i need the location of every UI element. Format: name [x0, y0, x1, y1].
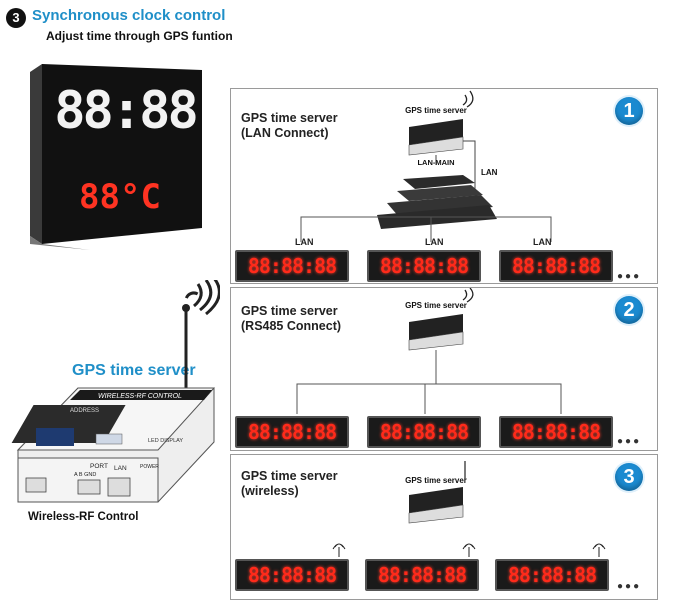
panel-title-1-line2: (LAN Connect): [241, 126, 329, 140]
panel-1-switch-label: LAN-MAIN: [417, 158, 454, 167]
panel-title-3: GPS time server (wireless): [241, 469, 338, 499]
wireless-icon-2: [462, 543, 476, 557]
panel-1-clock-2: 88:88:88: [367, 250, 481, 282]
panel-badge-2: 2: [615, 296, 643, 324]
panel-2-clock-1: 88:88:88: [235, 416, 349, 448]
panel-2-network: GPS time server: [296, 288, 562, 414]
panel-2-more-dots: ●●●: [617, 436, 642, 447]
panel-1-link-label: LAN: [481, 168, 498, 177]
rf-port-pins: A B GND: [74, 472, 96, 478]
panel-title-2-line2: (RS485 Connect): [241, 319, 342, 333]
rf-server-label: GPS time server: [72, 362, 196, 379]
panel-3-clock-1: 88:88:88: [235, 559, 349, 591]
big-clock-temp: 88°C: [79, 177, 161, 217]
rf-caption: Wireless-RF Control: [28, 511, 139, 523]
panel-2-clock-2: 88:88:88: [367, 416, 481, 448]
panel-badge-1: 1: [615, 97, 643, 125]
rf-address-label: ADDRESS: [70, 408, 99, 414]
step-badge: 3: [6, 8, 26, 28]
panel-rs485: 2 GPS time server (RS485 Connect) GPS ti…: [230, 287, 658, 451]
section-title: Synchronous clock control: [32, 7, 226, 24]
panel-title-2-line1: GPS time server: [241, 304, 338, 318]
panel-3-clock-2: 88:88:88: [365, 559, 479, 591]
panel-2-clock-3: 88:88:88: [499, 416, 613, 448]
panel-2-server-label: GPS time server: [405, 301, 467, 310]
panel-3-more-dots: ●●●: [617, 581, 642, 592]
clock-face: [42, 64, 202, 244]
panel-3-clock-3: 88:88:88: [495, 559, 609, 591]
panel-title-1-line1: GPS time server: [241, 111, 338, 125]
panel-1-drop-label-2: LAN: [425, 237, 444, 247]
panel-lan: 1 GPS time server (LAN Connect) GPS time…: [230, 88, 658, 284]
panel-1-drop-label-1: LAN: [295, 237, 314, 247]
wireless-icon-1: [332, 543, 346, 557]
panel-3-server-label: GPS time server: [405, 476, 467, 485]
panel-badge-3: 3: [615, 463, 643, 491]
rf-port-label: PORT: [90, 463, 108, 470]
big-led-clock-image: 88:88 88°C: [30, 64, 202, 250]
panel-1-clock-3: 88:88:88: [499, 250, 613, 282]
panel-1-server-label: GPS time server: [405, 106, 467, 115]
rf-device-title: WIRELESS-RF CONTROL: [98, 393, 182, 400]
rf-control-device: WIRELESS-RF CONTROL ADDRESS LED DISPLAY …: [11, 387, 216, 503]
panel-1-more-dots: ●●●: [617, 271, 642, 282]
panel-title-2: GPS time server (RS485 Connect): [241, 304, 341, 334]
panel-title-3-line1: GPS time server: [241, 469, 338, 483]
clock-side: [30, 64, 42, 244]
panel-3-network: GPS time server: [332, 461, 606, 557]
panel-title-1: GPS time server (LAN Connect): [241, 111, 338, 141]
panel-1-drop-label-3: LAN: [533, 237, 552, 247]
rf-lan-label: LAN: [114, 465, 127, 472]
section-subtitle: Adjust time through GPS funtion: [46, 29, 233, 43]
big-clock-time: 88:88: [54, 81, 196, 141]
panel-1-network: GPS time server LAN-MAIN LAN: [300, 90, 552, 242]
rf-led-display-label: LED DISPLAY: [148, 438, 183, 444]
panel-title-3-line2: (wireless): [241, 484, 299, 498]
rf-power-label: POWER: [140, 464, 159, 470]
wireless-icon-3: [592, 543, 606, 557]
panel-1-clock-1: 88:88:88: [235, 250, 349, 282]
panel-wireless: 3 GPS time server (wireless) GPS time se…: [230, 454, 658, 600]
